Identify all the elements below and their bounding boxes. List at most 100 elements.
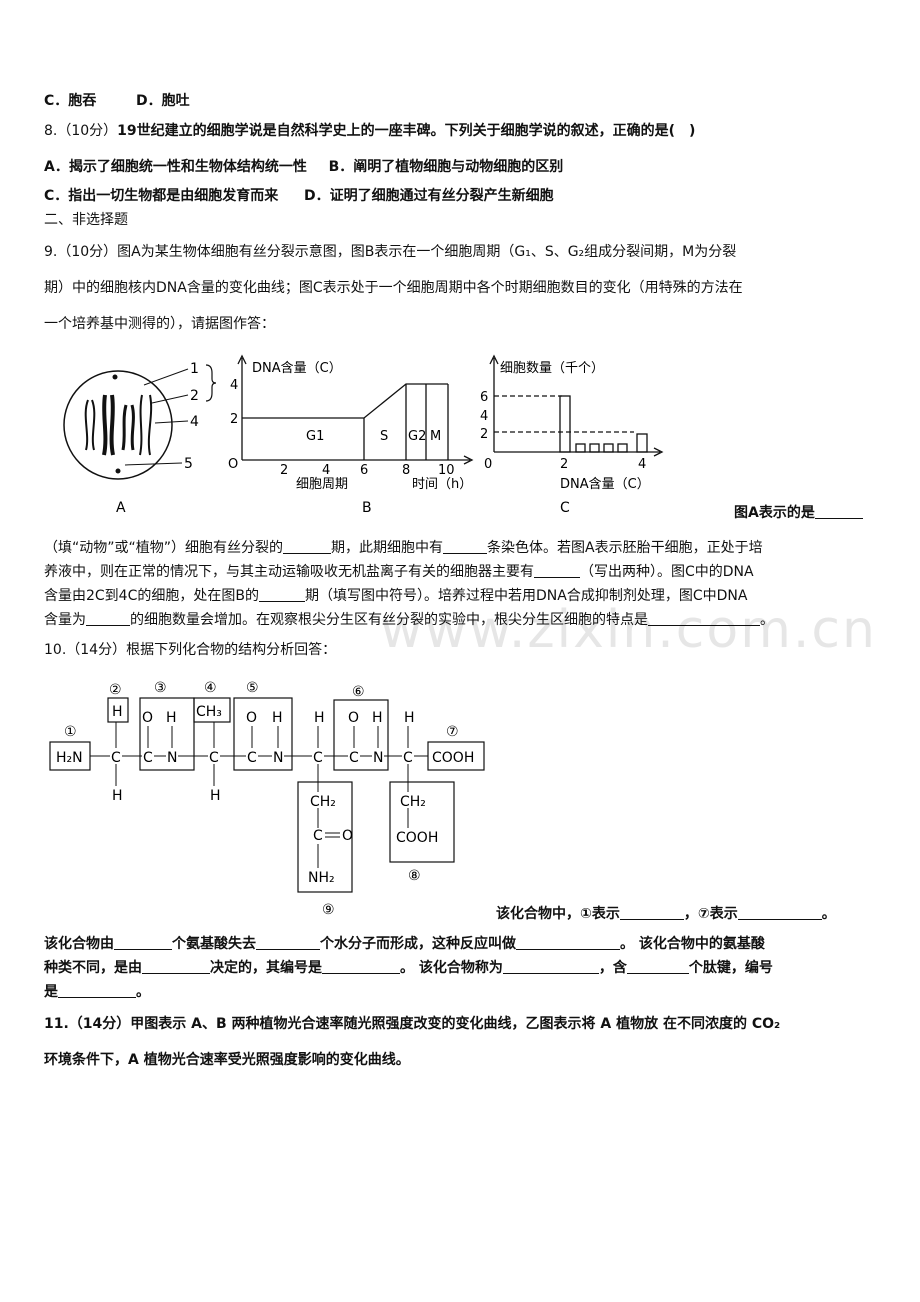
- q10-l4a: 是: [44, 984, 58, 1000]
- blank-r-group-numbers[interactable]: [322, 959, 400, 974]
- x-axis-label: DNA含量（C）: [560, 476, 650, 492]
- x-label-right: 时间（h）: [412, 477, 472, 492]
- svg-text:C: C: [143, 750, 153, 766]
- q8-option-a: A．揭示了细胞统一性和生物体结构统一性: [44, 159, 307, 175]
- blank-organelles[interactable]: [534, 563, 580, 578]
- blank-meristem-feature[interactable]: [648, 611, 760, 626]
- x-tick-10: 10: [438, 463, 455, 478]
- q9-l6b: 期（填写图中符号）。培养过程中若用DNA合成抑制剂处理，图C中DNA: [304, 588, 748, 604]
- num-7: ⑦: [446, 724, 459, 740]
- figure-b-axes: [237, 354, 474, 465]
- num-8: ⑧: [408, 868, 421, 884]
- q10-line-2: 该化合物由个氨基酸失去个水分子而形成，这种反应叫做。 该化合物中的氨基酸: [44, 934, 765, 954]
- bar-4c: [636, 433, 648, 453]
- svg-text:O: O: [342, 828, 353, 844]
- q8-stem-text: 19世纪建立的细胞学说是自然科学史上的一座丰碑。下列关于细胞学说的叙述，正确的是…: [117, 123, 696, 139]
- blank-r-group[interactable]: [142, 959, 210, 974]
- group-boxes: [49, 697, 485, 893]
- num-5: ⑤: [246, 680, 259, 696]
- blank-peptide-bond-count[interactable]: [626, 959, 689, 974]
- q9-line-3: 一个培养基中测得的），请据图作答：: [44, 316, 275, 332]
- q9-line-4: （填“动物”或“植物”）细胞有丝分裂的期，此期细胞中有条染色体。若图A表示胚胎干…: [44, 538, 763, 558]
- bar-2c: [559, 395, 571, 453]
- svg-text:C: C: [313, 750, 323, 766]
- blank-water-count[interactable]: [256, 935, 320, 950]
- cell-outline: [63, 370, 173, 480]
- num-6: ⑥: [352, 684, 365, 700]
- blank-dna-content[interactable]: [86, 611, 130, 626]
- q9-line-2: 期）中的细胞核内DNA含量的变化曲线；图C表示处于一个细胞周期中各个时期细胞数目…: [44, 280, 743, 296]
- q9-line-7: 含量为的细胞数量会增加。在观察根尖分生区有丝分裂的实验中，根尖分生区细胞的特点是…: [44, 610, 774, 630]
- q10-l1a: 该化合物中，①表示: [496, 906, 620, 922]
- figure-a-caption: A: [116, 500, 126, 516]
- x-tick-2: 2: [560, 457, 568, 472]
- svg-text:COOH: COOH: [432, 750, 474, 766]
- peptide-structure: ① ② ③ ④ ⑤ ⑥ ⑦ ⑧ ⑨: [49, 680, 485, 918]
- bonds: [90, 722, 428, 868]
- blank-compound-name[interactable]: [502, 959, 599, 974]
- svg-text:H: H: [210, 788, 221, 804]
- blank-group-7[interactable]: [737, 905, 822, 920]
- blank-phase[interactable]: [283, 539, 332, 554]
- q9-after-figure: 图A表示的是: [734, 503, 863, 523]
- x-tick-4: 4: [638, 457, 646, 472]
- q10-line-1: 该化合物中，①表示，⑦表示。: [496, 904, 836, 924]
- label-1: 1: [190, 361, 199, 377]
- svg-text:H₂N: H₂N: [56, 750, 83, 766]
- q10-l2c: 个水分子而形成，这种反应叫做: [320, 936, 516, 952]
- label-5: 5: [184, 456, 193, 472]
- blank-chromosome-count[interactable]: [443, 539, 488, 554]
- q10-stem: 10.（14分）根据下列化合物的结构分析回答：: [44, 642, 337, 658]
- phase-s: S: [380, 429, 388, 444]
- centrosome-bottom: [115, 468, 121, 474]
- blank-peptide-bond-numbers[interactable]: [58, 983, 136, 998]
- q9-line-6: 含量由2C到4C的细胞，处在图B的期（填写图中符号）。培养过程中若用DNA合成抑…: [44, 586, 747, 606]
- blank-cell-type[interactable]: [814, 504, 863, 519]
- q8-number: 8.（10分）: [44, 123, 118, 139]
- blank-amino-acid-count[interactable]: [114, 935, 172, 950]
- svg-text:C: C: [349, 750, 359, 766]
- svg-text:NH₂: NH₂: [308, 870, 335, 886]
- blank-phase-symbol[interactable]: [258, 587, 305, 602]
- svg-text:O: O: [142, 710, 153, 726]
- q10-l3e: 个肽键，编号: [688, 960, 773, 976]
- dna-curve: [242, 383, 449, 460]
- svg-text:O: O: [348, 710, 359, 726]
- q8-option-d: D．证明了细胞通过有丝分裂产生新细胞: [304, 188, 554, 204]
- y-tick-2: 2: [230, 412, 238, 427]
- figure-b-labels: DNA含量（C） 4 2 O 2 4 6 8 10 G1 S G2 M 细胞周期…: [228, 360, 472, 516]
- chromosomes: [84, 394, 153, 456]
- x-tick-6: 6: [360, 463, 368, 478]
- atoms: H₂N H C H O H C N CH₃ C H O H C N H C O …: [56, 704, 474, 886]
- svg-text:COOH: COOH: [396, 830, 438, 846]
- blank-group-1[interactable]: [619, 905, 684, 920]
- q9-line-5: 养液中，则在正常的情况下，与其主动运输吸收无机盐离子有关的细胞器主要有 （写出两种…: [44, 562, 754, 582]
- y-tick-4: 4: [230, 378, 238, 393]
- y-axis-label: 细胞数量（千个）: [500, 361, 604, 376]
- svg-text:C: C: [403, 750, 413, 766]
- num-9: ⑨: [322, 902, 335, 918]
- q9-l5a: 养液中，则在正常的情况下，与其主动运输吸收无机盐离子有关的细胞器主要有: [44, 564, 534, 580]
- svg-text:N: N: [167, 750, 177, 766]
- svg-text:H: H: [372, 710, 383, 726]
- figure-c-caption: C: [560, 500, 570, 516]
- label-2: 2: [190, 388, 199, 404]
- x-tick-2: 2: [280, 463, 288, 478]
- num-2: ②: [109, 682, 122, 698]
- q10-l1c: 。: [821, 906, 836, 922]
- q10-l3c: 。 该化合物称为: [400, 960, 503, 976]
- centrosome-top: [112, 374, 118, 380]
- q9-l4a: （填“动物”或“植物”）细胞有丝分裂的: [44, 540, 284, 556]
- svg-text:H: H: [404, 710, 415, 726]
- svg-text:CH₂: CH₂: [310, 794, 336, 810]
- q8-option-c: C．指出一切生物都是由细胞发育而来: [44, 188, 279, 204]
- label-lines: [124, 368, 189, 466]
- blank-reaction-name[interactable]: [516, 935, 620, 950]
- svg-text:H: H: [112, 788, 123, 804]
- phase-g1: G1: [306, 429, 324, 444]
- q9-l5b: （写出两种）。图C中的DNA: [580, 564, 754, 580]
- svg-text:N: N: [373, 750, 383, 766]
- q11-line-2: 环境条件下，A 植物光合速率受光照强度影响的变化曲线。: [44, 1052, 410, 1068]
- svg-text:CH₃: CH₃: [196, 704, 222, 720]
- q10-l2a: 该化合物由: [44, 936, 114, 952]
